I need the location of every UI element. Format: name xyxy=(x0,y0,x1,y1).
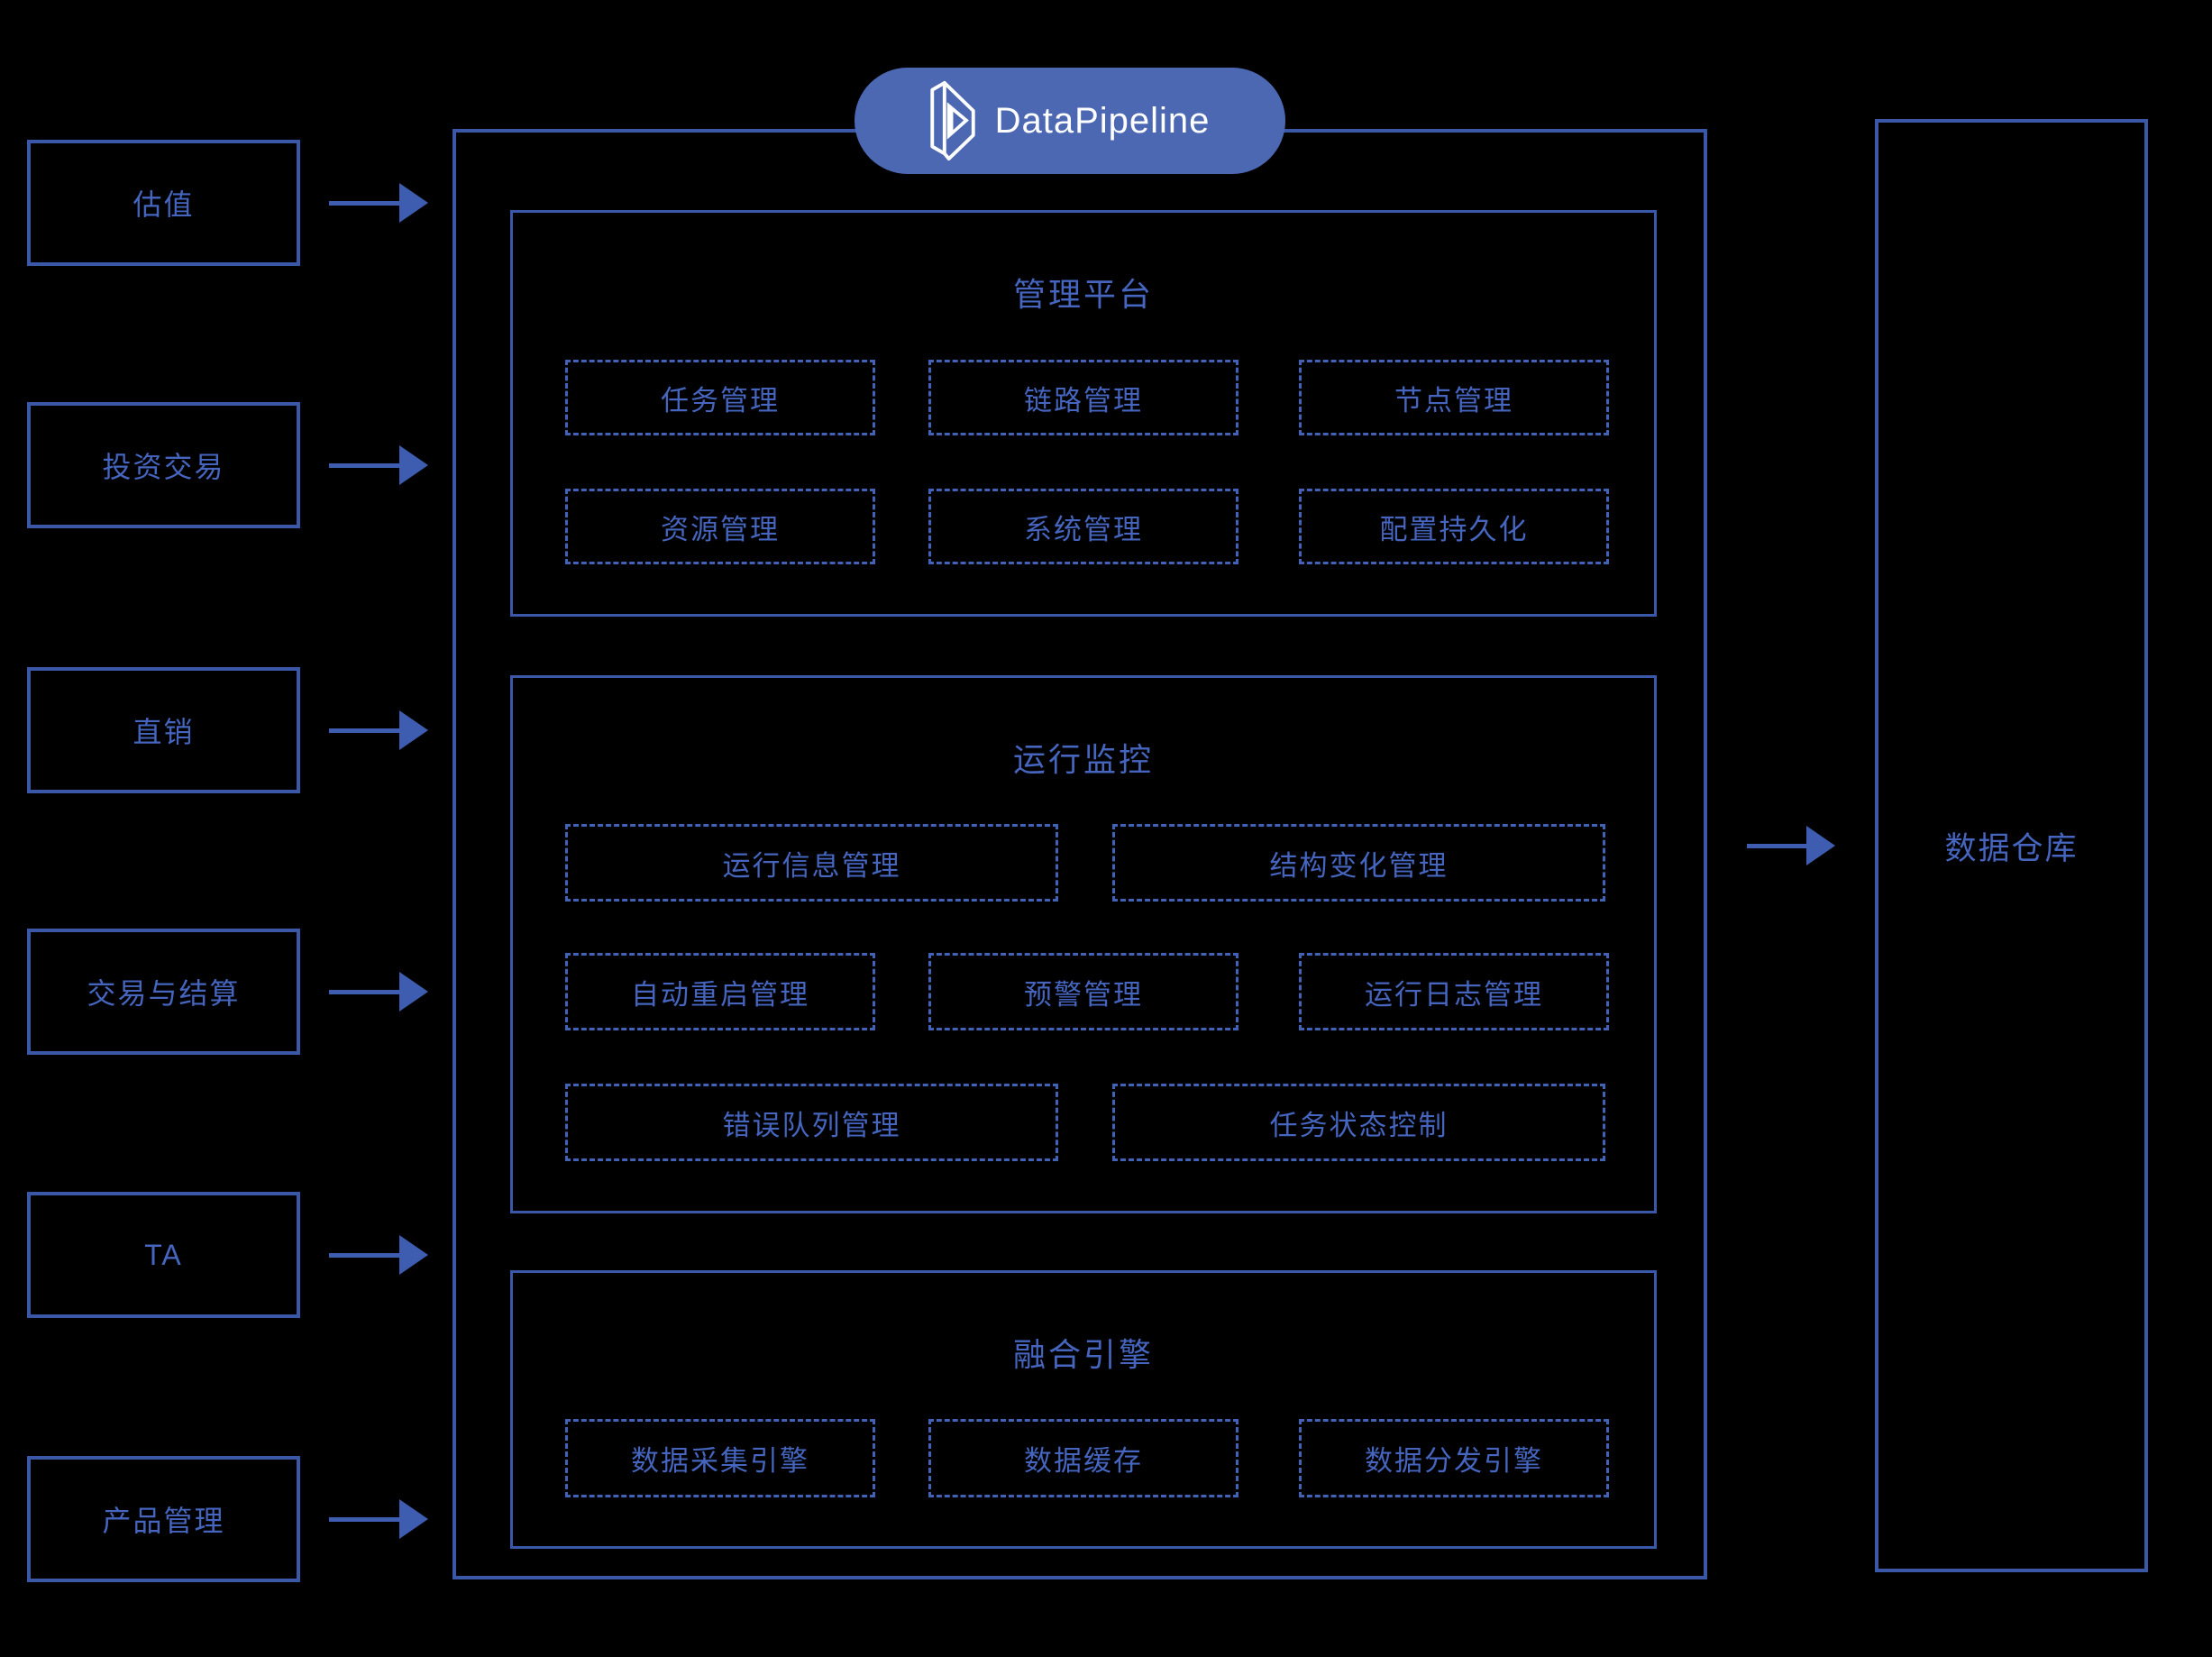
arrow-line xyxy=(329,1517,401,1522)
module-label: 结构变化管理 xyxy=(1269,849,1449,882)
section-title: 管理平台 xyxy=(1012,276,1154,313)
module-label: 预警管理 xyxy=(1024,978,1143,1011)
arrow-line xyxy=(329,201,401,206)
source-box-trade-settlement: 交易与结算 xyxy=(27,929,300,1055)
module-label: 链路管理 xyxy=(1024,384,1143,417)
source-label: 产品管理 xyxy=(102,1505,225,1537)
arrow-line xyxy=(329,1253,401,1258)
module-box-system-mgmt: 系统管理 xyxy=(928,489,1239,564)
module-label: 数据分发引擎 xyxy=(1365,1445,1543,1477)
arrow-head xyxy=(399,972,428,1012)
module-box-resource-mgmt: 资源管理 xyxy=(565,489,875,564)
module-label: 数据缓存 xyxy=(1024,1445,1143,1477)
section-fusion-engine: 融合引擎 数据采集引擎 数据缓存 数据分发引擎 xyxy=(510,1270,1657,1549)
arrow-head xyxy=(1806,826,1835,865)
target-label: 数据仓库 xyxy=(1944,830,2079,866)
target-box-data-warehouse: 数据仓库 xyxy=(1875,119,2148,1572)
section-operation-monitoring: 运行监控 运行信息管理 结构变化管理 自动重启管理 预警管理 运行日志管理 错误… xyxy=(510,675,1657,1213)
flow-arrow-icon xyxy=(1747,826,1837,865)
module-box-schema-change-mgmt: 结构变化管理 xyxy=(1112,824,1605,902)
module-box-task-state-ctrl: 任务状态控制 xyxy=(1112,1084,1605,1161)
arrow-head xyxy=(399,445,428,485)
arrow-head xyxy=(399,183,428,223)
arrow-line xyxy=(329,463,401,468)
module-label: 数据采集引擎 xyxy=(631,1445,809,1477)
flow-arrow-icon xyxy=(329,972,430,1012)
module-box-data-dispatch-engine: 数据分发引擎 xyxy=(1299,1419,1609,1497)
section-management-platform: 管理平台 任务管理 链路管理 节点管理 资源管理 系统管理 配置持久化 xyxy=(510,210,1657,617)
arrow-line xyxy=(329,728,401,733)
source-box-ta: TA xyxy=(27,1192,300,1318)
arrow-line xyxy=(1747,844,1808,848)
module-box-data-collect-engine: 数据采集引擎 xyxy=(565,1419,875,1497)
module-label: 自动重启管理 xyxy=(631,978,809,1011)
module-label: 系统管理 xyxy=(1024,513,1143,545)
module-label: 运行日志管理 xyxy=(1365,978,1543,1011)
flow-arrow-icon xyxy=(329,445,430,485)
source-box-product-mgmt: 产品管理 xyxy=(27,1456,300,1582)
source-label: 投资交易 xyxy=(102,451,225,483)
flow-arrow-icon xyxy=(329,183,430,223)
module-box-task-mgmt: 任务管理 xyxy=(565,360,875,435)
flow-arrow-icon xyxy=(329,1499,430,1539)
brand-name: DataPipeline xyxy=(994,100,1211,141)
module-label: 配置持久化 xyxy=(1379,513,1529,545)
source-box-invest-trading: 投资交易 xyxy=(27,402,300,528)
source-box-direct-sales: 直销 xyxy=(27,667,300,793)
arrow-head xyxy=(399,1235,428,1275)
module-label: 任务状态控制 xyxy=(1269,1109,1449,1141)
brand-pill: DataPipeline xyxy=(855,68,1285,174)
section-title: 运行监控 xyxy=(1012,741,1154,778)
datapipeline-prism-icon xyxy=(929,80,975,161)
source-box-valuation: 估值 xyxy=(27,140,300,266)
module-label: 错误队列管理 xyxy=(722,1109,901,1141)
module-box-node-mgmt: 节点管理 xyxy=(1299,360,1609,435)
module-label: 任务管理 xyxy=(661,384,780,417)
module-box-run-log-mgmt: 运行日志管理 xyxy=(1299,953,1609,1030)
module-box-data-cache: 数据缓存 xyxy=(928,1419,1239,1497)
platform-container: 管理平台 任务管理 链路管理 节点管理 资源管理 系统管理 配置持久化 运行监控… xyxy=(452,129,1707,1579)
flow-arrow-icon xyxy=(329,710,430,750)
arrow-line xyxy=(329,990,401,994)
module-box-link-mgmt: 链路管理 xyxy=(928,360,1239,435)
arrow-head xyxy=(399,710,428,750)
module-box-alert-mgmt: 预警管理 xyxy=(928,953,1239,1030)
source-label: 交易与结算 xyxy=(87,977,241,1010)
module-label: 节点管理 xyxy=(1394,384,1513,417)
module-label: 资源管理 xyxy=(661,513,780,545)
module-box-auto-restart-mgmt: 自动重启管理 xyxy=(565,953,875,1030)
source-label: 估值 xyxy=(133,188,195,221)
module-box-error-queue-mgmt: 错误队列管理 xyxy=(565,1084,1058,1161)
source-label: 直销 xyxy=(133,716,195,748)
module-box-config-persist: 配置持久化 xyxy=(1299,489,1609,564)
module-label: 运行信息管理 xyxy=(722,849,901,882)
flow-arrow-icon xyxy=(329,1235,430,1275)
module-box-run-info-mgmt: 运行信息管理 xyxy=(565,824,1058,902)
section-title: 融合引擎 xyxy=(1012,1336,1154,1373)
source-label: TA xyxy=(144,1238,183,1271)
arrow-head xyxy=(399,1499,428,1539)
